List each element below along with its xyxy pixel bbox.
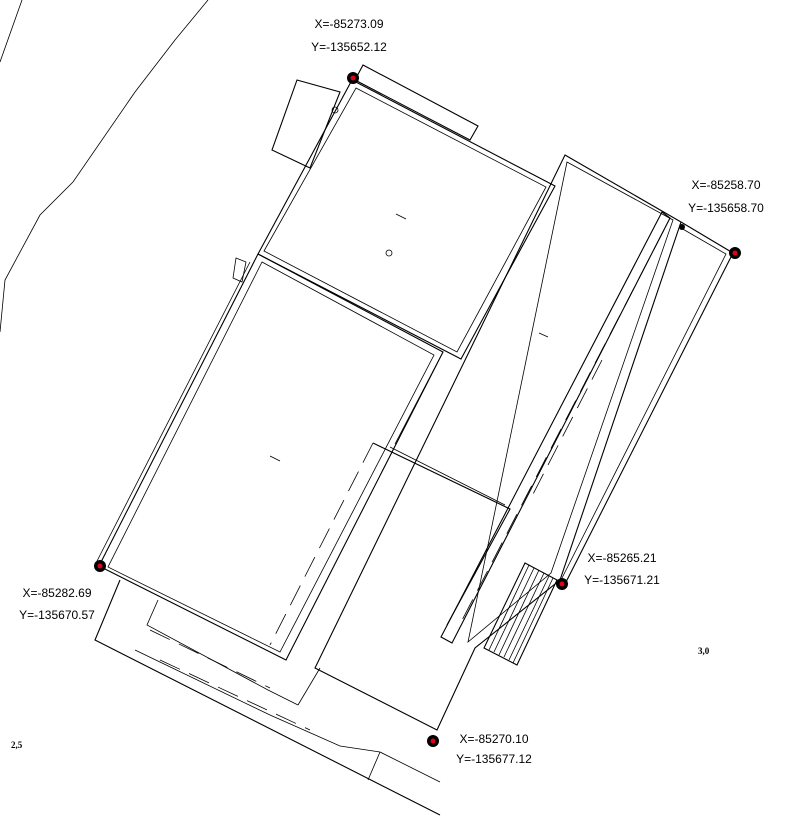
point-1-x-label: X=-85273.09 xyxy=(314,17,383,31)
point-5-y-label: Y=-135677.12 xyxy=(456,752,532,766)
inner-partition xyxy=(269,351,511,646)
lower-terrace xyxy=(94,579,441,816)
survey-point-4: X=-85265.21 Y=-135671.21 xyxy=(556,551,660,590)
point-3-y-label: Y=-135670.57 xyxy=(19,608,95,622)
stairs xyxy=(483,562,558,666)
survey-point-5: X=-85270.10 Y=-135677.12 xyxy=(427,732,532,766)
point-2-x-label: X=-85258.70 xyxy=(691,178,760,192)
point-5-x-label: X=-85270.10 xyxy=(459,732,528,746)
spot-height-label: 3,0 xyxy=(698,646,710,656)
survey-point-3: X=-85282.69 Y=-135670.57 xyxy=(19,560,106,622)
survey-point-2: X=-85258.70 Y=-135658.70 xyxy=(679,178,764,259)
point-1-y-label: Y=-135652.12 xyxy=(311,40,387,54)
terrain-contour-line xyxy=(0,0,209,333)
upper-room xyxy=(257,64,556,360)
main-room xyxy=(95,253,444,661)
fixture-symbols xyxy=(269,106,549,462)
point-2-y-label: Y=-135658.70 xyxy=(688,201,764,215)
spot-height-label: 2,5 xyxy=(11,740,23,750)
survey-point-1: X=-85273.09 Y=-135652.12 xyxy=(311,17,387,84)
point-4-x-label: X=-85265.21 xyxy=(587,551,656,565)
right-wing xyxy=(314,154,734,731)
point-3-x-label: X=-85282.69 xyxy=(22,586,91,600)
point-4-y-label: Y=-135671.21 xyxy=(584,573,660,587)
